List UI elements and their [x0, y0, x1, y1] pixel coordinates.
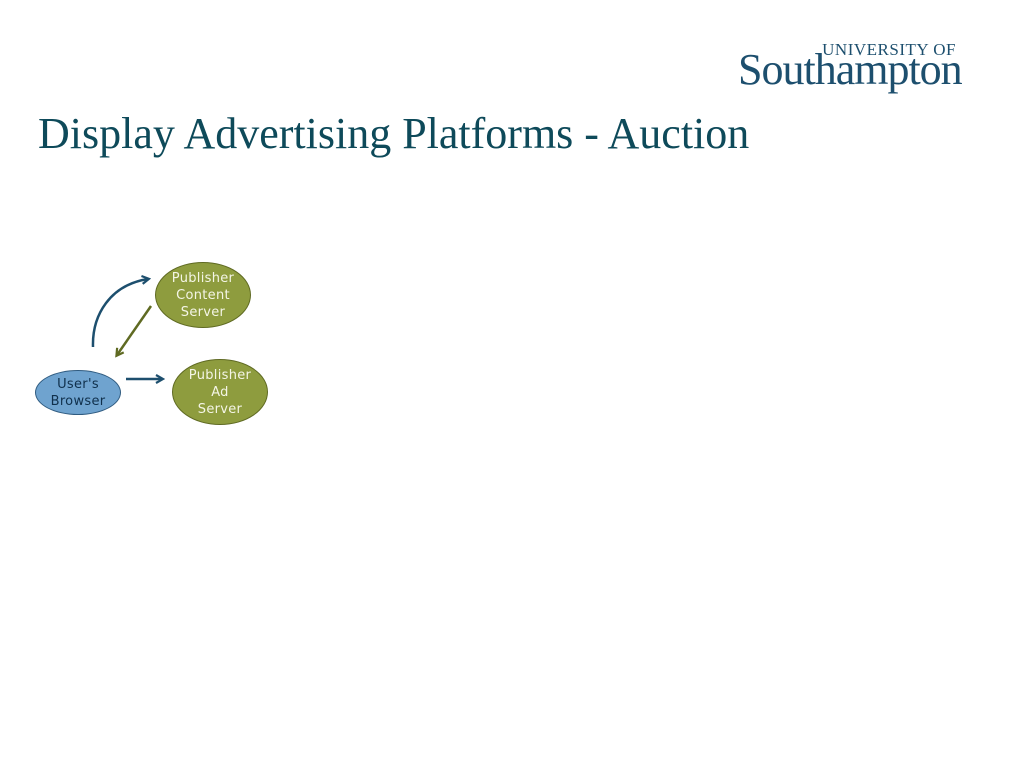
users-browser-label: User's Browser [50, 376, 106, 409]
logo-top-text: UNIVERSITY OF [822, 40, 956, 59]
logo-main-text: Southampton [738, 45, 963, 94]
slide-title: Display Advertising Platforms - Auction [38, 109, 750, 158]
publisher-content-server-node: Publisher Content Server [155, 262, 251, 328]
university-logo: UNIVERSITY OF Southampton [738, 40, 988, 100]
users-browser-node: User's Browser [35, 370, 121, 415]
publisher-ad-server-label: Publisher Ad Server [188, 367, 252, 417]
arrow-browser-to-content-server [91, 279, 148, 348]
publisher-ad-server-node: Publisher Ad Server [172, 359, 268, 425]
publisher-content-server-label: Publisher Content Server [171, 270, 235, 320]
arrow-content-server-to-browser [117, 305, 153, 355]
